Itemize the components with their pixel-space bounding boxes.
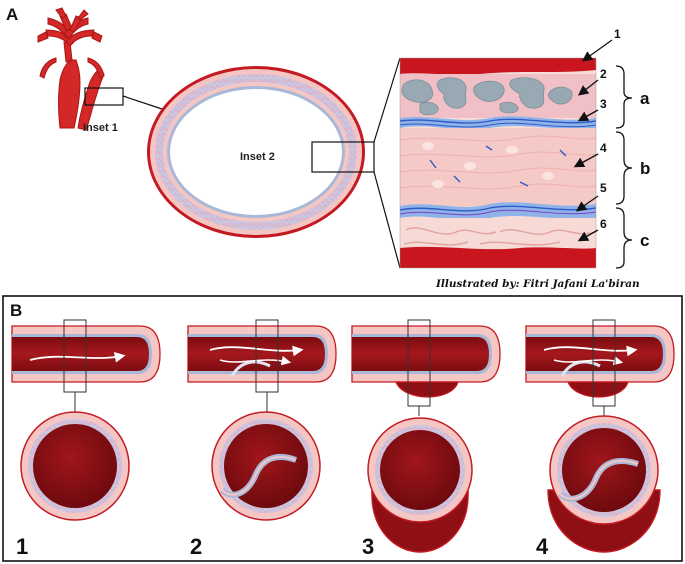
illustrator-credit: Illustrated by: Fitri Jafani La'biran — [435, 278, 640, 290]
stage-number-3: 3 — [362, 534, 374, 559]
layer-label-2: 2 — [600, 67, 607, 81]
layer-arrow-3 — [577, 109, 599, 122]
panel-b: B 1 2 — [2, 295, 683, 562]
stage-number-2: 2 — [190, 534, 202, 559]
brace-a — [615, 65, 633, 129]
layer-group-c: c — [640, 231, 649, 250]
stage-2-intimal-flap — [187, 319, 337, 521]
brace-c — [615, 207, 633, 269]
layer-label-3: 3 — [600, 97, 607, 111]
layer-arrow-1 — [581, 39, 613, 62]
layer-arrow-2 — [577, 79, 599, 96]
stage-4-flap-and-hematoma — [525, 319, 675, 553]
layer-group-braces — [615, 65, 633, 269]
layer-group-a: a — [640, 89, 650, 108]
inset-1-leader-line — [122, 95, 166, 111]
wall-layers-inset — [400, 58, 596, 268]
arterial-tree-illustration — [37, 7, 105, 131]
layer-label-5: 5 — [600, 181, 607, 195]
stage-number-1: 1 — [16, 534, 28, 559]
brace-b — [615, 131, 633, 205]
panel-a-letter: A — [6, 5, 18, 24]
layer-arrow-4 — [573, 153, 599, 168]
panel-b-frame — [2, 295, 683, 562]
panel-b-letter: B — [10, 301, 22, 320]
wall-layers-inset-frame — [399, 57, 597, 269]
layer-label-6: 6 — [600, 217, 607, 231]
panel-a: A Inset 1 — [6, 5, 650, 290]
stage-3-intramural-hematoma — [351, 319, 501, 553]
stage-number-4: 4 — [536, 534, 549, 559]
inset-2-box — [311, 141, 375, 173]
inset-2-leader-top — [373, 57, 401, 143]
inset-2-leader-bottom — [373, 171, 401, 269]
layer-arrow-5 — [575, 195, 599, 212]
layer-label-4: 4 — [600, 141, 607, 155]
layer-label-1: 1 — [614, 27, 621, 41]
inset-2-label: Inset 2 — [240, 151, 275, 163]
layer-group-b: b — [640, 159, 650, 178]
inset-1-label: Inset 1 — [83, 122, 118, 134]
artery-cross-section — [147, 66, 365, 238]
layer-arrow-6 — [577, 229, 599, 242]
layer-number-labels: 1 2 3 4 5 6 — [573, 27, 621, 242]
stage-1-normal-artery — [11, 319, 161, 521]
